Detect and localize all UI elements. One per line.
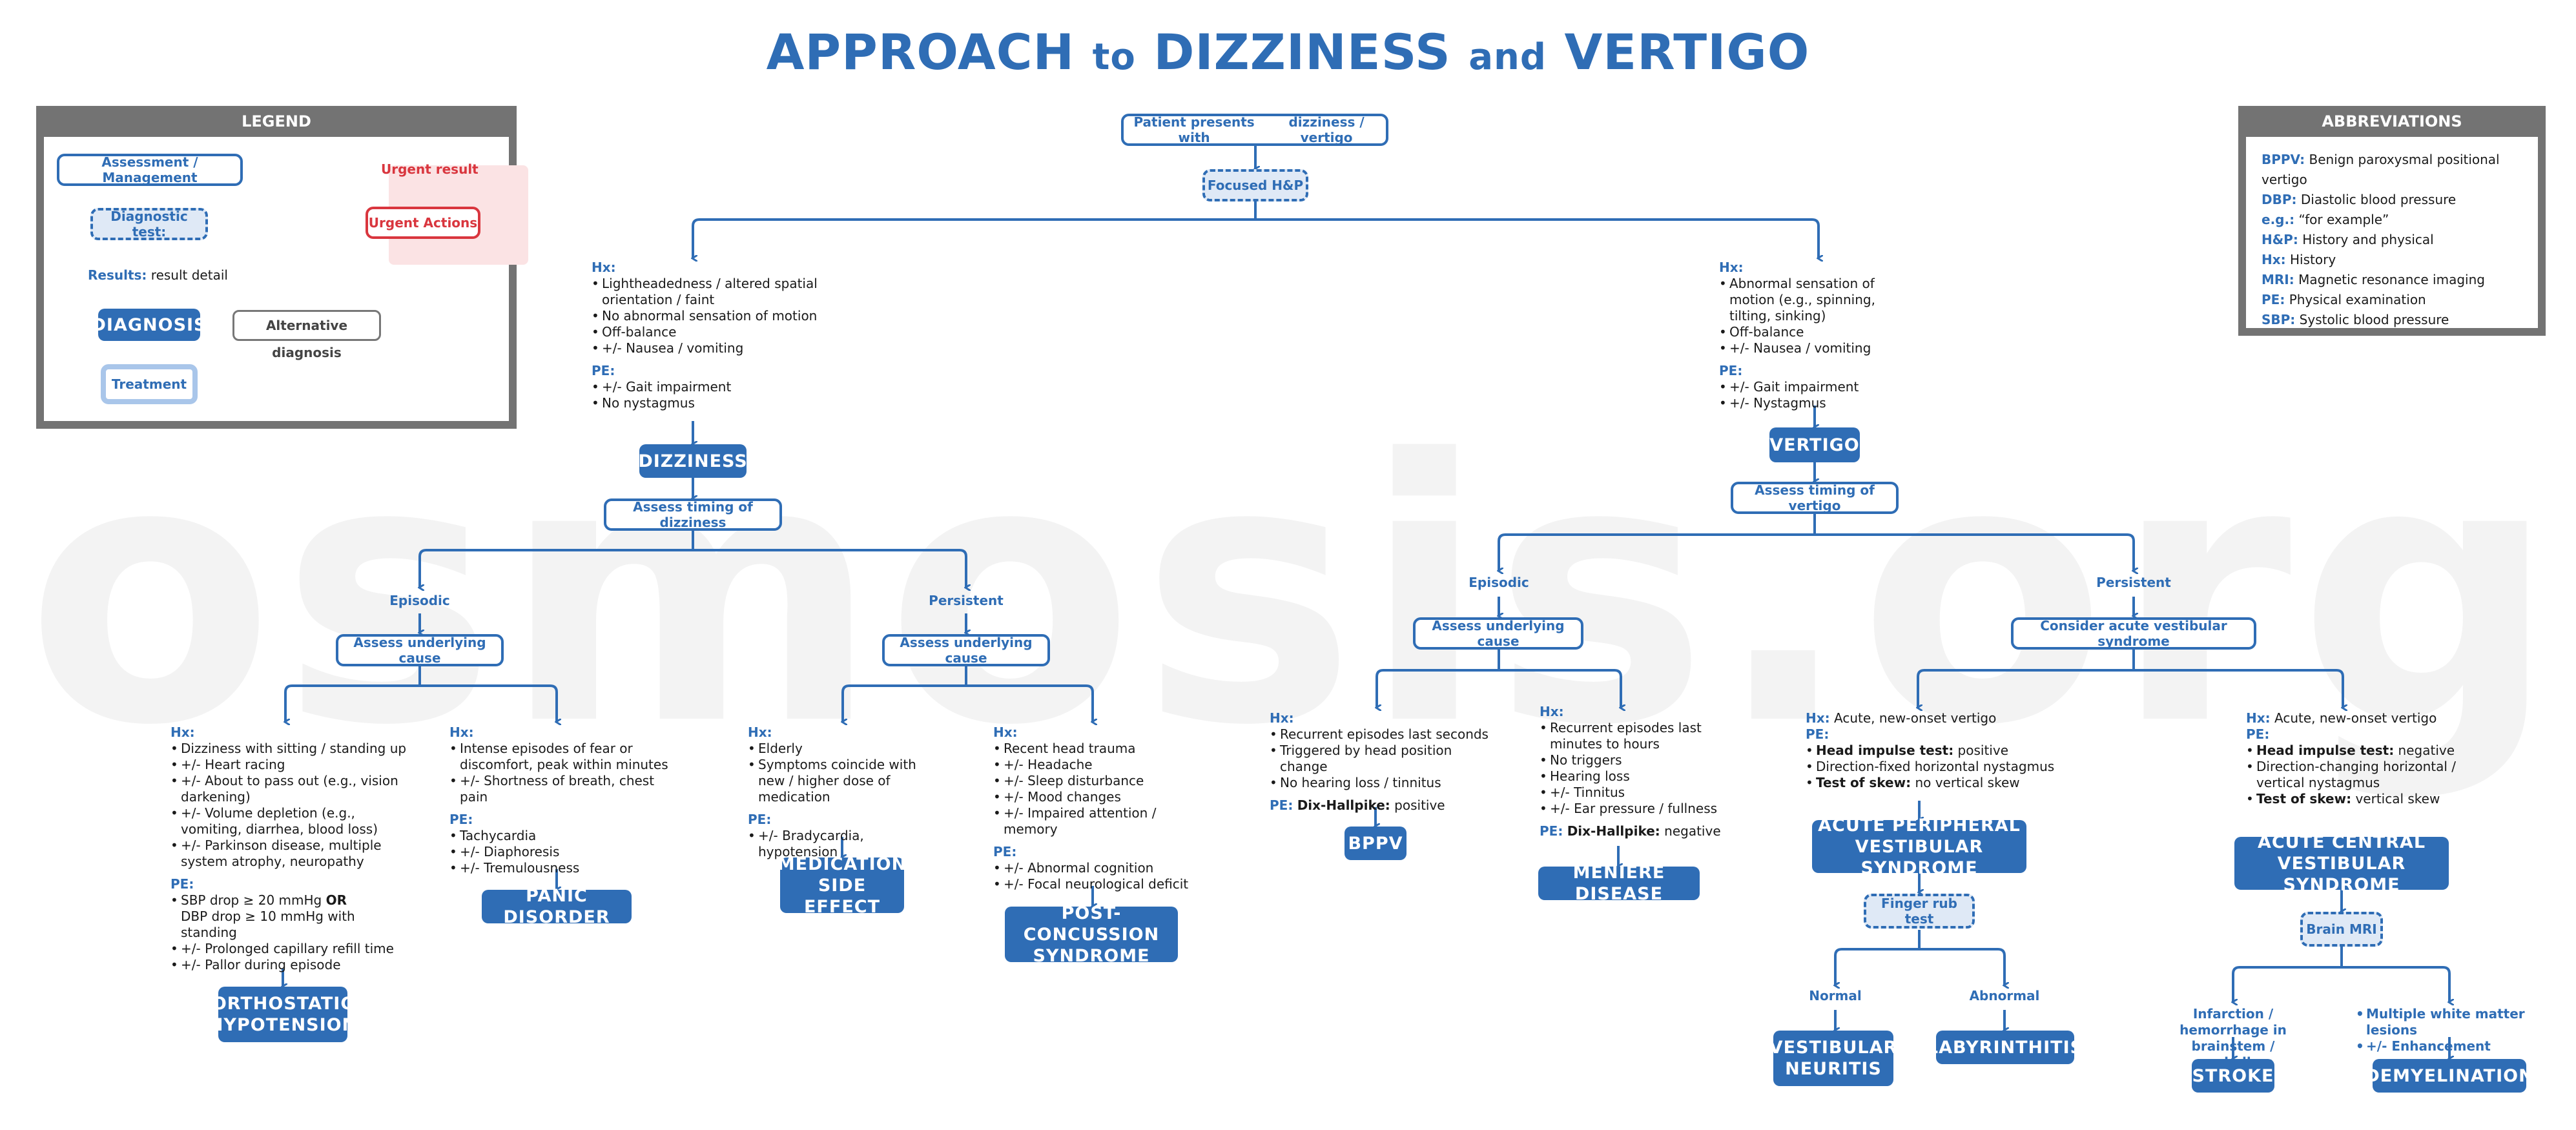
stroke-node: STROKE: [2192, 1059, 2274, 1093]
orthostatic-criteria: Hx: Dizziness with sitting / standing up…: [170, 724, 409, 973]
assess-timing-vertigo: Assess timing of vertigo: [1731, 482, 1899, 514]
vertigo-episodic-label: Episodic: [1468, 575, 1529, 590]
finger-rub-normal-label: Normal: [1809, 988, 1862, 1003]
abbreviations-title: ABBREVIATIONS: [2322, 112, 2462, 130]
meniere-criteria: Hx: Recurrent episodes last minutes to h…: [1540, 704, 1727, 839]
bppv-node: BPPV: [1345, 827, 1406, 860]
legend-urgent-actions: Urgent Actions: [366, 207, 480, 239]
demyelination-node: DEMYELINATION: [2365, 1059, 2533, 1093]
peripheral-avs-criteria: Hx: Acute, new-onset vertigo PE: Head im…: [1806, 710, 2077, 791]
legend-urgent-result: Urgent result: [381, 161, 479, 177]
central-avs-criteria: Hx: Acute, new-onset vertigo PE: Head im…: [2246, 710, 2466, 807]
abbr-item: e.g.: “for example”: [2262, 212, 2389, 227]
panic-disorder-node: PANIC DISORDER: [482, 886, 632, 927]
assess-cause-dizzy-episodic: Assess underlying cause: [336, 634, 504, 666]
legend-results: Results: result detail: [88, 267, 228, 283]
abbr-item: BPPV: Benign paroxysmal positional verti…: [2262, 152, 2500, 187]
assess-cause-vertigo-episodic: Assess underlying cause: [1413, 617, 1583, 650]
dizziness-node: DIZZINESS: [638, 444, 747, 478]
assess-timing-dizziness: Assess timing of dizziness: [604, 498, 782, 531]
legend-alternative-diagnosis: Alternative diagnosis: [232, 310, 381, 360]
consider-avs-node: Consider acute vestibular syndrome: [2011, 617, 2256, 650]
dizziness-persistent-label: Persistent: [929, 593, 1004, 608]
abbr-item: H&P: History and physical: [2262, 232, 2434, 247]
legend-title: LEGEND: [242, 112, 311, 130]
meniere-disease-node: MÉNIÈRE DISEASE: [1538, 863, 1700, 904]
post-concussion-criteria: Hx: Recent head trauma+/- Headache+/- Sl…: [993, 724, 1213, 892]
abbreviations-panel: ABBREVIATIONS BPPV: Benign paroxysmal po…: [2238, 106, 2546, 336]
dizziness-criteria: Hx: Lightheadedness / altered spatial or…: [592, 260, 824, 411]
watermark: osmosis.org: [26, 384, 2564, 805]
legend-assessment: Assessment / Management: [57, 154, 243, 186]
dizziness-episodic-label: Episodic: [389, 593, 450, 608]
vertigo-criteria: Hx: Abnormal sensation of motion (e.g., …: [1719, 260, 1913, 411]
brain-mri-node: Brain MRI: [2300, 912, 2383, 947]
assess-cause-dizzy-persistent: Assess underlying cause: [882, 634, 1050, 666]
demyelination-findings: Multiple white matter lesions+/- Enhance…: [2356, 1006, 2569, 1054]
legend-diagnostic-test: Diagnostic test:: [90, 208, 208, 240]
abbr-item: MRI: Magnetic resonance imaging: [2262, 272, 2485, 287]
finger-rub-test-node: Finger rub test: [1864, 894, 1975, 929]
page-title: APPROACH to DIZZINESS and VERTIGO: [766, 23, 1810, 81]
legend-diagnosis: DIAGNOSIS: [92, 309, 207, 341]
abbr-item: SBP: Systolic blood pressure: [2262, 312, 2449, 327]
bppv-criteria: Hx: Recurrent episodes last secondsTrigg…: [1270, 710, 1489, 814]
vertigo-persistent-label: Persistent: [2096, 575, 2171, 590]
vertigo-node: VERTIGO: [1769, 427, 1860, 462]
panic-criteria: Hx: Intense episodes of fear or discomfo…: [449, 724, 673, 876]
start-node: Patient presents with dizziness / vertig…: [1121, 114, 1388, 146]
abbr-item: DBP: Diastolic blood pressure: [2262, 192, 2457, 207]
finger-rub-abnormal-label: Abnormal: [1969, 988, 2040, 1003]
labyrinthitis-node: LABYRINTHITIS: [1927, 1031, 2083, 1064]
abbr-item: Hx: History: [2262, 252, 2336, 267]
focused-hp-node: Focused H&P: [1202, 169, 1308, 201]
abbr-item: PE: Physical examination: [2262, 292, 2426, 307]
legend-treatment: Treatment: [101, 364, 198, 404]
medication-criteria: Hx: ElderlySymptoms coincide with new / …: [748, 724, 945, 860]
